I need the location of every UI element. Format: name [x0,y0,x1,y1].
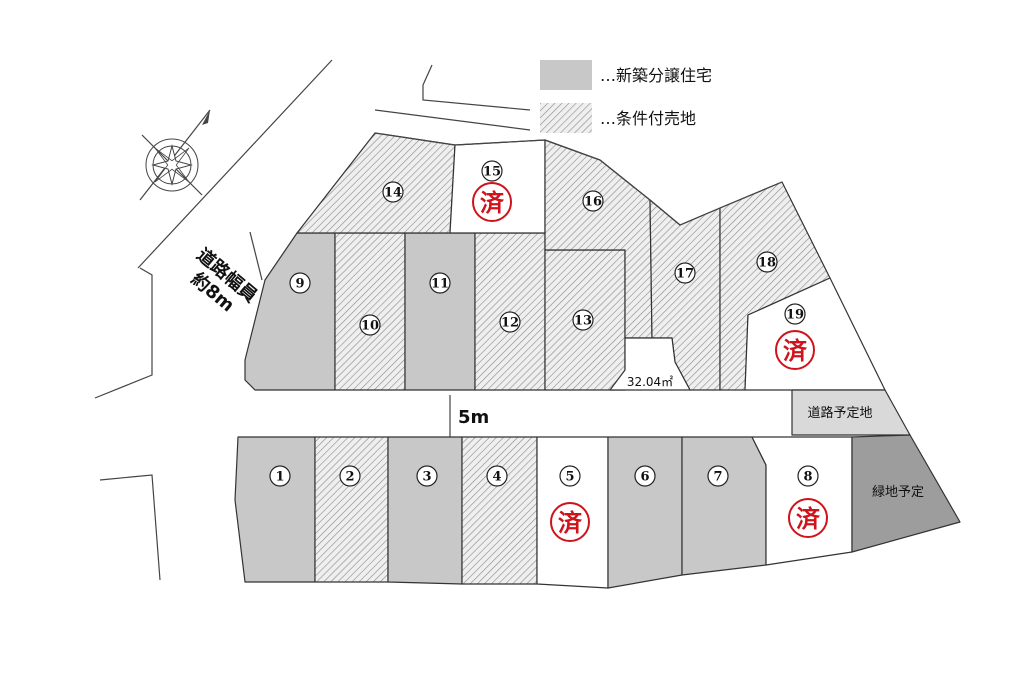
lot-number-circle [674,262,696,284]
lot-number-text: 1 [275,470,284,485]
sold-mark-circle [775,330,815,370]
lot-number-text: 5 [565,470,574,485]
lot-number-circle [359,314,381,336]
lot-number-5: 5 [559,465,581,487]
lot-7[interactable] [681,436,767,576]
sold-marks: 済済済済 [472,182,828,542]
lot-number-text: 2 [345,470,354,485]
lot-number-circle [559,465,581,487]
sold-mark-text: 済 [783,337,808,365]
planned-road-label: 道路予定地 [807,405,872,421]
lot-number-circle [499,311,521,333]
planned-green-label: 緑地予定 [872,485,924,500]
lot-number-text: 4 [492,470,501,485]
lot-number-text: 13 [574,314,592,329]
sold-mark-lot-8: 済 [788,498,828,538]
lot-number-2: 2 [339,465,361,487]
legend-conditional-land-label: …条件付売地 [600,109,696,128]
lot-number-text: 3 [422,470,431,485]
planned-green-area[interactable] [851,434,961,553]
sold-mark-text: 済 [480,189,505,217]
lot-number-text: 16 [584,195,602,210]
lot-number-8: 8 [797,465,819,487]
lot-number-text: 17 [676,267,694,282]
legend-new-home-label: …新築分譲住宅 [600,66,712,85]
lot-number-18: 18 [756,251,778,273]
lot-number-9: 9 [289,272,311,294]
lot-number-text: 9 [295,277,304,292]
lot-number-7: 7 [707,465,729,487]
lot-number-text: 6 [640,470,649,485]
lot-area-32sqm[interactable] [609,337,691,391]
lot-number-circle [634,465,656,487]
sold-mark-text: 済 [558,509,583,537]
lot-10[interactable] [334,232,406,391]
south-block [234,434,961,589]
sold-mark-circle [788,498,828,538]
lot-2[interactable] [314,436,389,583]
inner-road-width-label: 5m [458,407,489,428]
lot-number-16: 16 [582,190,604,212]
sold-mark-lot-19: 済 [775,330,815,370]
lot-number-1: 1 [269,465,291,487]
lot-9[interactable] [244,232,336,391]
road-width-label: 道路幅員 約8m [187,244,262,317]
legend-new-home-swatch [540,60,592,90]
sold-mark-circle [472,182,512,222]
lot-number-circle [416,465,438,487]
lot-number-circle [572,309,594,331]
lot-number-circle [429,272,451,294]
lot-number-text: 7 [713,470,722,485]
lot-number-15: 15 [481,160,503,182]
lot-number-circle [481,160,503,182]
lot-number-circle [382,181,404,203]
lot-4[interactable] [461,436,538,585]
lot-number-circle [756,251,778,273]
lot-number-6: 6 [634,465,656,487]
north-arrow-compass-icon [139,109,211,201]
lot-number-17: 17 [674,262,696,284]
lot-number-text: 12 [501,316,519,331]
lot-number-3: 3 [416,465,438,487]
lot-number-13: 13 [572,309,594,331]
lot-number-text: 15 [483,165,501,180]
lot-number-circle [797,465,819,487]
lot-6[interactable] [607,436,683,589]
lot-number-11: 11 [429,272,451,294]
lot-number-12: 12 [499,311,521,333]
sold-mark-lot-15: 済 [472,182,512,222]
lot-number-19: 19 [784,303,806,325]
lot-number-text: 18 [758,256,776,271]
sold-mark-circle [550,502,590,542]
lot-number-circle [707,465,729,487]
sold-mark-lot-5: 済 [550,502,590,542]
lot-number-text: 10 [361,319,379,334]
legend-conditional-land-swatch [540,103,592,133]
lot-number-circle [582,190,604,212]
lot-number-text: 8 [803,470,812,485]
lot-number-text: 14 [384,186,402,201]
lot-number-text: 19 [786,308,804,323]
lot-number-circle [339,465,361,487]
lot-number-10: 10 [359,314,381,336]
lot-number-4: 4 [486,465,508,487]
lot-number-text: 11 [431,277,449,292]
area-label: 32.04㎡ [627,375,673,389]
legend: …新築分譲住宅 …条件付売地 [540,60,712,133]
lot-14[interactable] [296,132,456,234]
north-block [244,109,886,391]
lot-number-circle [289,272,311,294]
sold-mark-text: 済 [796,505,821,533]
lot-number-circle [784,303,806,325]
surrounding-boundary-lines [94,59,531,581]
lot-3[interactable] [387,436,463,585]
lot-number-circle [486,465,508,487]
lot-number-14: 14 [382,181,404,203]
lot-11[interactable] [404,232,476,391]
lot-1[interactable] [234,436,316,583]
lot-number-circle [269,465,291,487]
